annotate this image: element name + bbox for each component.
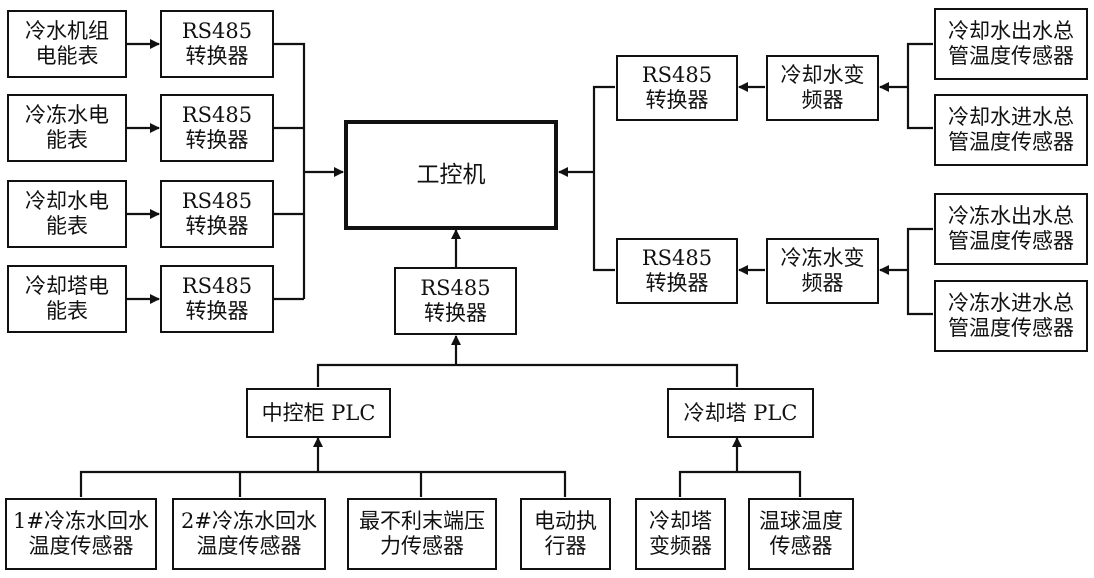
chilled-water-meter-box: 冷冻水电 能表 xyxy=(7,94,127,162)
right-bus-line xyxy=(592,85,615,272)
left-bus-line xyxy=(274,42,306,301)
chilled-sensor-bus xyxy=(906,227,933,316)
return-temp-sensor-1-box: 1#冷冻水回水 温度传感器 xyxy=(5,498,157,570)
return-temp-sensor-2-box: 2#冷冻水回水 温度传感器 xyxy=(172,498,326,570)
central-plc-sensor-bus xyxy=(79,470,567,497)
chilled-water-vfd-box: 冷冻水变 频器 xyxy=(766,238,879,304)
pressure-sensor-box: 最不利末端压 力传感器 xyxy=(347,498,497,570)
rs485-right-bottom-box: RS485 转换器 xyxy=(616,238,738,304)
tower-plc-box: 冷却塔 PLC xyxy=(667,388,814,438)
rs485-left-4-box: RS485 转换器 xyxy=(160,265,274,333)
cooling-sensor-bus xyxy=(906,42,933,130)
tower-plc-bus xyxy=(678,470,802,497)
cooling-in-temp-sensor-box: 冷却水进水总 管温度传感器 xyxy=(934,94,1088,166)
cooling-tower-meter-box: 冷却塔电 能表 xyxy=(7,265,127,333)
rs485-right-top-box: RS485 转换器 xyxy=(616,55,738,121)
central-plc-box: 中控柜 PLC xyxy=(246,388,391,438)
tower-vfd-box: 冷却塔 变频器 xyxy=(635,498,726,570)
rs485-left-3-box: RS485 转换器 xyxy=(160,180,274,248)
cooling-out-temp-sensor-box: 冷却水出水总 管温度传感器 xyxy=(934,8,1088,80)
electric-actuator-box: 电动执 行器 xyxy=(520,498,611,570)
rs485-center-box: RS485 转换器 xyxy=(394,267,517,335)
rs485-left-2-box: RS485 转换器 xyxy=(160,94,274,162)
chiller-meter-box: 冷水机组 电能表 xyxy=(7,10,127,78)
wetbulb-sensor-box: 温球温度 传感器 xyxy=(748,498,854,570)
industrial-pc-box: 工控机 xyxy=(344,120,558,230)
plc-bus-line xyxy=(316,363,739,387)
chilled-in-temp-sensor-box: 冷冻水进水总 管温度传感器 xyxy=(934,280,1088,352)
cooling-water-vfd-box: 冷却水变 频器 xyxy=(766,55,879,121)
chilled-out-temp-sensor-box: 冷冻水出水总 管温度传感器 xyxy=(934,193,1088,265)
rs485-left-1-box: RS485 转换器 xyxy=(160,10,274,78)
cooling-water-meter-box: 冷却水电 能表 xyxy=(7,180,127,248)
